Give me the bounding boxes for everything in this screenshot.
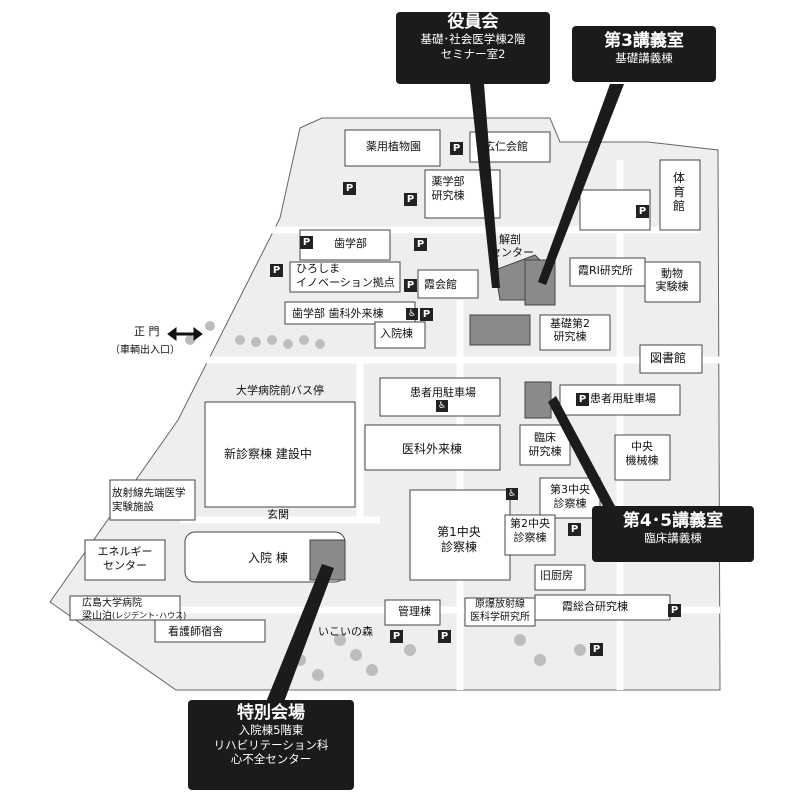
- callout-beams: [266, 84, 624, 702]
- label-clinical-1: 臨床: [534, 431, 556, 444]
- label-center3-1: 第3中央: [550, 483, 590, 496]
- label-kasumi-research: 霞総合研究棟: [562, 600, 628, 613]
- wheelchair-icon: ♿: [506, 488, 518, 500]
- label-basic2-2: 研究棟: [553, 330, 587, 343]
- callout-special-sub3: 心不全センター: [230, 752, 312, 767]
- parking-icon: P: [636, 205, 649, 218]
- label-radiation-1: 放射線先端医学: [112, 487, 186, 499]
- label-radiation-2: 実験施設: [112, 501, 154, 513]
- label-basic2-1: 基礎第2: [550, 317, 590, 330]
- label-energy-1: エネルギー: [97, 545, 153, 558]
- callout-lecture-45: 第4･5講義室 臨床講義棟: [592, 506, 754, 562]
- label-bus-stop: 大学病院前バス停: [236, 384, 324, 397]
- parking-icon: P: [270, 264, 283, 277]
- label-center1-1: 第1中央: [437, 525, 481, 539]
- parking-icon: P: [568, 523, 581, 536]
- label-pharmacy-2: 研究棟: [431, 189, 465, 202]
- label-machine-1: 中央: [631, 440, 653, 453]
- label-center1-2: 診察棟: [440, 540, 477, 554]
- callout-lecture3-sub: 基礎講義棟: [615, 51, 673, 66]
- label-main-gate-note: （車輌出入口）: [110, 345, 180, 356]
- label-koujin-hall: 広仁会館: [484, 140, 528, 153]
- parking-icon: P: [300, 236, 313, 249]
- parking-icon: P: [420, 308, 433, 321]
- label-pharmacy-1: 薬学部: [431, 175, 465, 188]
- label-forest: いこいの森: [318, 625, 373, 638]
- label-hiroshima-1: ひろしま: [296, 262, 340, 275]
- label-ryouzan-1: 広島大学病院: [82, 598, 142, 609]
- callout-lecture-3: 第3講義室 基礎講義棟: [572, 26, 716, 82]
- label-nurse-dorm: 看護師宿舎: [168, 625, 223, 638]
- label-ryouzan-3: (レジデント･ハウス): [112, 611, 187, 620]
- label-center2-2: 診察棟: [513, 531, 547, 544]
- callout-lecture3-title: 第3講義室: [604, 31, 684, 51]
- callout-special-sub1: 入院棟5階東: [238, 723, 304, 738]
- trees: [185, 321, 586, 681]
- parking-icon: P: [404, 193, 417, 206]
- label-hiroshima-2: イノベーション拠点: [296, 276, 395, 289]
- label-patient-parking: 患者用駐車場: [410, 386, 476, 399]
- label-anatomy-1: 解剖: [499, 233, 521, 246]
- buildings: [69, 129, 703, 643]
- callout-lecture45-sub: 臨床講義棟: [644, 531, 702, 546]
- parking-icon: P: [590, 643, 603, 656]
- label-anatomy-2: センター: [490, 246, 534, 259]
- parking-icon: P: [404, 279, 417, 292]
- label-energy-2: センター: [103, 559, 147, 572]
- label-library: 図書館: [650, 351, 687, 365]
- label-inpatient-small: 入院棟: [380, 327, 413, 340]
- label-center3-2: 診察棟: [553, 497, 587, 510]
- wheelchair-icon: ♿: [436, 400, 448, 412]
- parking-icon: P: [414, 238, 427, 251]
- label-kasumi-hall: 霞会館: [424, 278, 457, 291]
- label-kasumi-ri: 霞RI研究所: [578, 264, 633, 277]
- label-management: 管理棟: [398, 605, 431, 618]
- callout-special-sub2: リハビリテーション科: [213, 737, 329, 752]
- wheelchair-icon: ♿: [406, 308, 418, 320]
- label-atomic-1: 原爆放射線: [475, 599, 525, 610]
- label-center2-1: 第2中央: [510, 517, 550, 530]
- callout-special-venue: 特別会場 入院棟5階東 リハビリテーション科 心不全センター: [188, 700, 354, 790]
- label-patient-parking-2: 患者用駐車場: [590, 392, 656, 405]
- label-ryouzan-2: 梁山泊: [82, 611, 112, 622]
- parking-icon: P: [390, 630, 403, 643]
- callout-board-meeting: 役員会 基礎･社会医学棟2階 セミナー室2: [396, 12, 550, 84]
- label-medical-outpatient: 医科外来棟: [402, 442, 463, 456]
- parking-icon: P: [450, 142, 463, 155]
- label-dental-outpatient: 歯学部 歯科外来棟: [292, 307, 384, 320]
- label-clinical-2: 研究棟: [528, 445, 562, 458]
- callout-board-sub2: セミナー室2: [440, 46, 506, 61]
- callout-board-title: 役員会: [447, 12, 499, 32]
- callout-special-title: 特別会場: [237, 703, 305, 723]
- label-entrance: 玄関: [267, 508, 289, 521]
- parking-icon: P: [343, 182, 356, 195]
- label-herb-garden: 薬用植物園: [366, 140, 421, 153]
- label-atomic-2: 医科学研究所: [470, 612, 530, 623]
- label-dental-school: 歯学部: [334, 237, 367, 250]
- parking-icon: P: [668, 604, 681, 617]
- parking-icon: P: [438, 630, 451, 643]
- parking-icon: P: [576, 393, 589, 406]
- callout-board-sub1: 基礎･社会医学棟2階: [420, 32, 526, 47]
- label-gym: 体育館: [673, 171, 686, 213]
- label-old-kitchen: 旧厨房: [540, 569, 573, 582]
- label-main-gate: 正 門: [134, 325, 160, 338]
- label-animal-2: 実験棟: [655, 280, 689, 293]
- gate-arrow: [167, 327, 203, 341]
- label-animal-1: 動物: [661, 267, 683, 280]
- label-inpatient: 入院 棟: [248, 551, 288, 565]
- label-new-clinic: 新診察棟 建設中: [224, 447, 312, 461]
- callout-lecture45-title: 第4･5講義室: [622, 511, 724, 531]
- label-machine-2: 機械棟: [625, 454, 659, 467]
